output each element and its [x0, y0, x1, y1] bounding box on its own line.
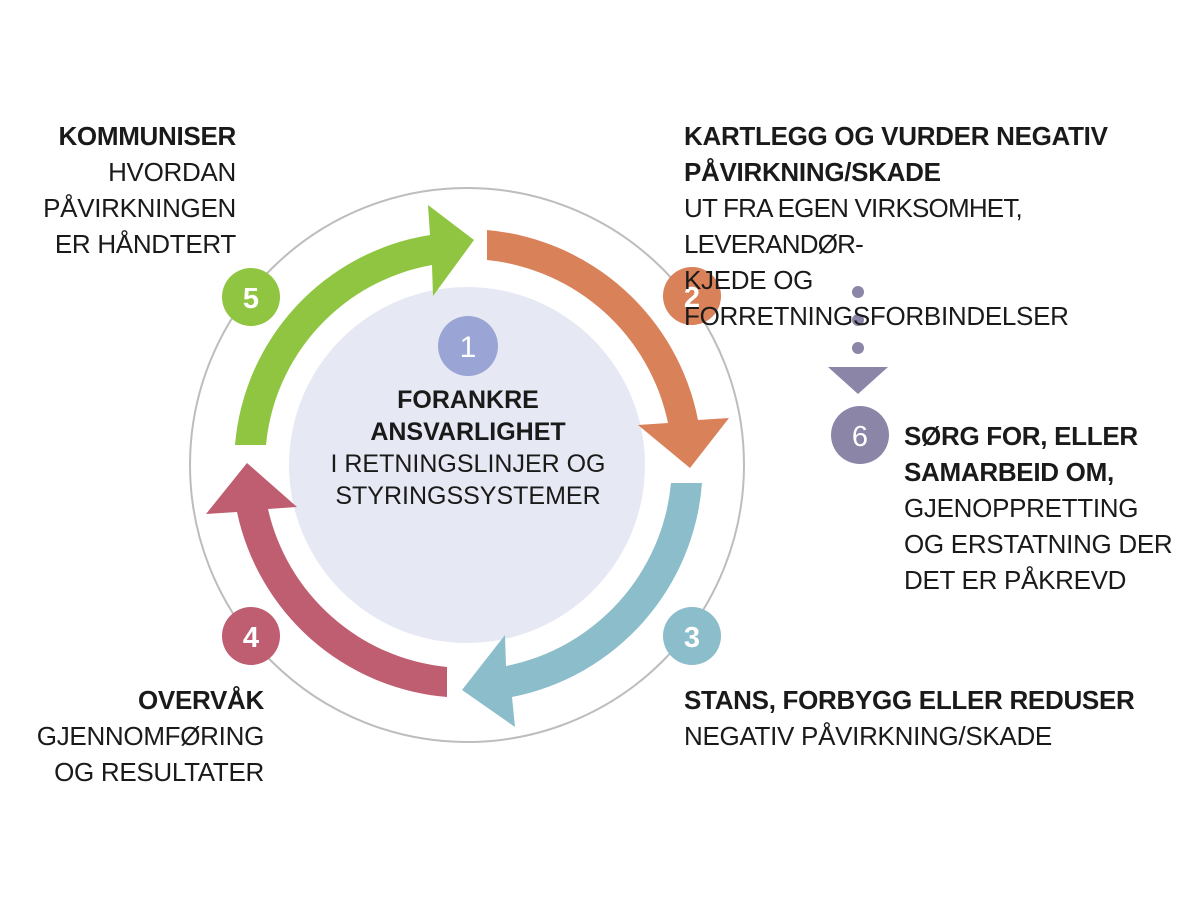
- step-2-text-1: UT FRA EGEN VIRKSOMHET, LEVERANDØR-: [684, 193, 1023, 259]
- badge-step-6: 6: [831, 406, 889, 464]
- svg-text:4: 4: [243, 622, 259, 654]
- arrow-step-3: [462, 483, 702, 727]
- step-4-text-2: OG RESULTATER: [54, 757, 264, 787]
- step-6-text-1: GJENOPPRETTING: [904, 493, 1139, 523]
- badge-step-2: 2: [663, 267, 721, 325]
- badge-step-3: 3: [663, 607, 721, 665]
- step-6-title-2: SAMARBEID OM,: [904, 457, 1114, 487]
- svg-text:5: 5: [243, 283, 259, 315]
- step-2-title-2: PÅVIRKNING/SKADE: [684, 157, 941, 187]
- step-2-title-1: KARTLEGG OG VURDER NEGATIV: [684, 121, 1108, 151]
- label-step-3: STANS, FORBYGG ELLER REDUSER NEGATIV PÅV…: [684, 682, 1184, 754]
- step-1-title-2: ANSVARLIGHET: [370, 418, 566, 446]
- step-6-title-1: SØRG FOR, ELLER: [904, 421, 1138, 451]
- connector-to-step-6: [828, 286, 888, 394]
- label-step-6: SØRG FOR, ELLER SAMARBEID OM, GJENOPPRET…: [904, 418, 1194, 598]
- arrow-step-4: [206, 463, 447, 697]
- step-5-title: KOMMUNISER: [58, 121, 236, 151]
- step-1-text-1: I RETNINGSLINJER OG: [330, 450, 606, 478]
- badge-step-1: 1: [438, 316, 498, 376]
- step-1-text-2: STYRINGSSYSTEMER: [335, 482, 601, 510]
- label-step-1: FORANKRE ANSVARLIGHET I RETNINGSLINJER O…: [318, 384, 618, 512]
- step-5-text-3: ER HÅNDTERT: [54, 229, 236, 259]
- step-6-text-3: DET ER PÅKREVD: [904, 565, 1127, 595]
- label-step-5: KOMMUNISER HVORDAN PÅVIRKNINGEN ER HÅNDT…: [20, 118, 236, 262]
- step-6-text-2: OG ERSTATNING DER: [904, 529, 1173, 559]
- step-1-title-1: FORANKRE: [397, 386, 539, 414]
- center-circle: [289, 287, 645, 643]
- step-4-title: OVERVÅK: [137, 685, 264, 715]
- step-2-text-2: KJEDE OG FORRETNINGSFORBINDELSER: [684, 265, 1069, 331]
- label-step-4: OVERVÅK GJENNOMFØRING OG RESULTATER: [20, 682, 265, 790]
- svg-text:3: 3: [684, 622, 700, 654]
- arrow-step-2: [487, 230, 729, 468]
- svg-text:1: 1: [460, 331, 477, 364]
- badge-step-5: 5: [222, 268, 280, 326]
- step-4-text-1: GJENNOMFØRING: [36, 721, 265, 751]
- step-5-text-1: HVORDAN: [108, 157, 236, 187]
- badge-step-4: 4: [222, 607, 280, 665]
- step-3-title: STANS, FORBYGG ELLER REDUSER: [684, 685, 1135, 715]
- step-3-text-1: NEGATIV PÅVIRKNING/SKADE: [684, 721, 1052, 751]
- outer-ring: [189, 187, 745, 743]
- arrow-step-5: [235, 205, 474, 445]
- svg-text:2: 2: [684, 282, 700, 314]
- step-5-text-2: PÅVIRKNINGEN: [43, 193, 236, 223]
- label-step-2: KARTLEGG OG VURDER NEGATIV PÅVIRKNING/SK…: [684, 118, 1194, 334]
- svg-text:6: 6: [852, 421, 868, 453]
